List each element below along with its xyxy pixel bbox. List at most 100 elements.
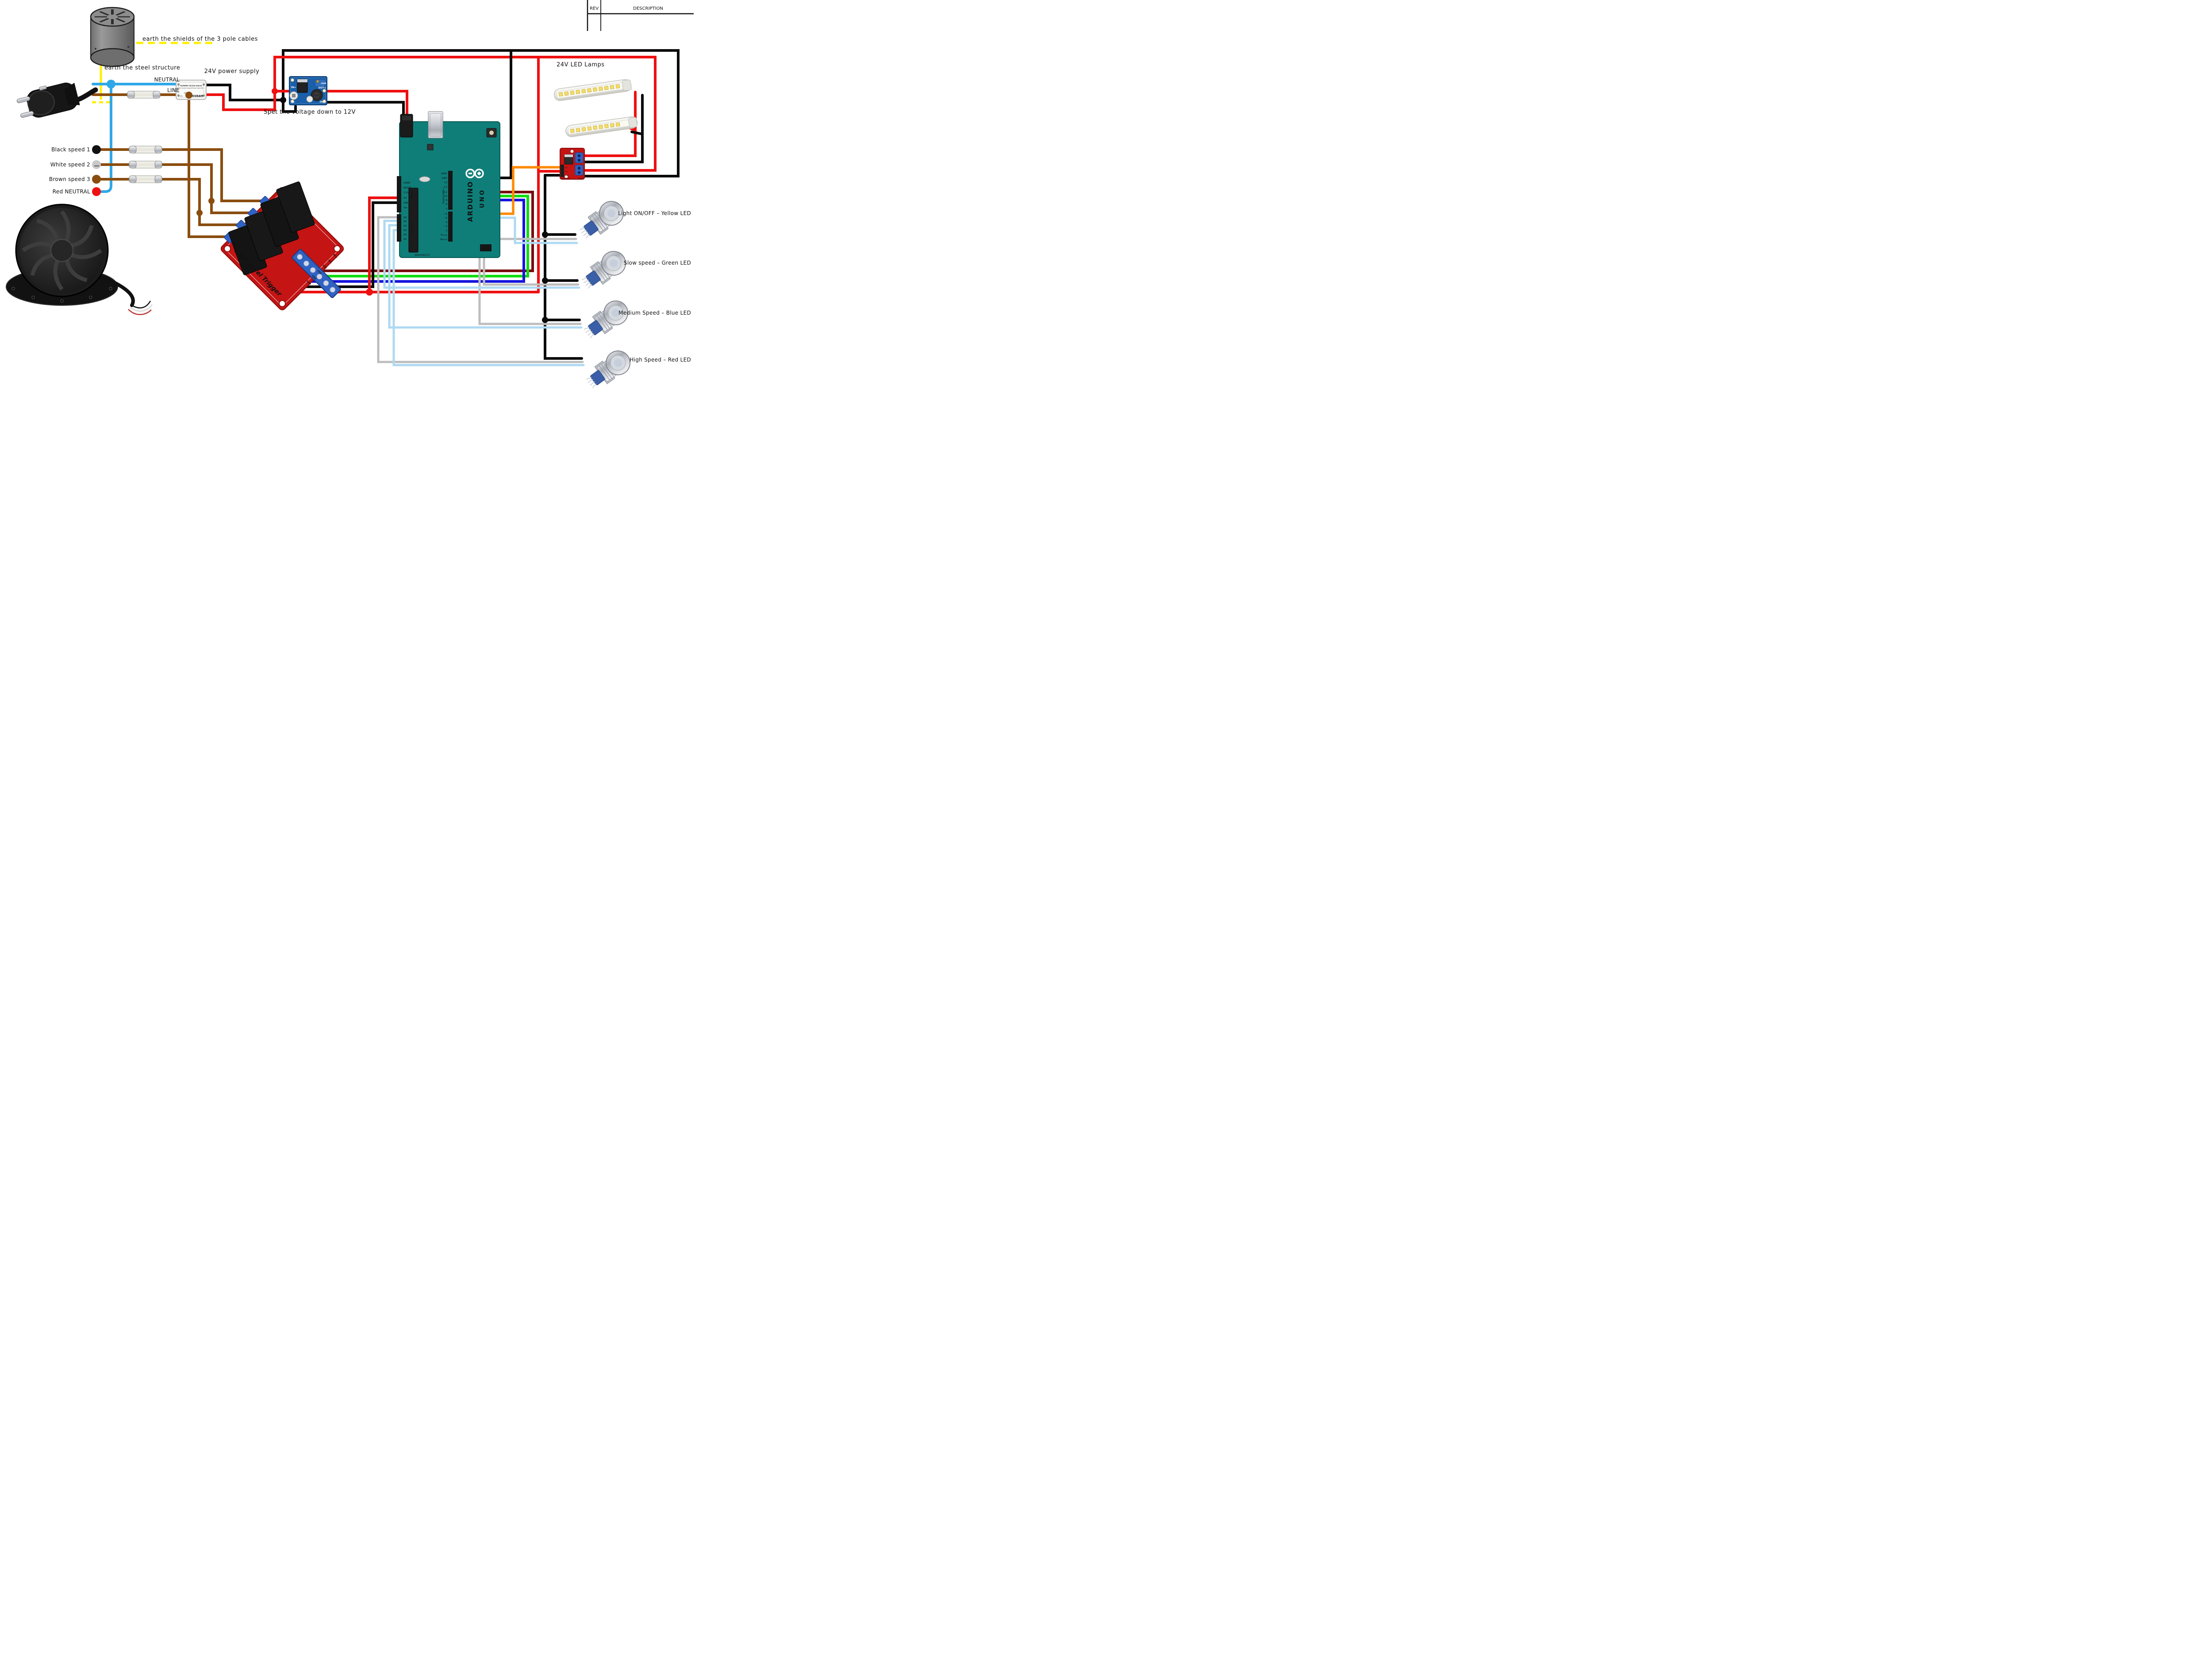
button3-led-lightblue (388, 224, 583, 329)
red-junction (272, 88, 278, 94)
fuse (129, 175, 162, 183)
svg-text:~9: ~9 (444, 199, 448, 202)
neutral-junction (107, 80, 115, 89)
psu-model: ELEMENT 30/220-240/24 (180, 85, 202, 87)
mos-module: SIG VCC GND MOS Module 140C07 (560, 148, 585, 180)
usb-chip (427, 144, 434, 150)
cylinder-vents (95, 9, 130, 24)
fuse (129, 146, 162, 154)
svg-text:A3: A3 (403, 229, 407, 232)
lamps-caption: 24V LED Lamps (557, 62, 605, 68)
button2-led-lightblue (383, 219, 580, 289)
svg-text:2: 2 (446, 230, 448, 232)
psu-selv: SELV (180, 95, 183, 97)
diagram-labels: earth the shields of the 3 pole cables e… (49, 36, 691, 363)
earth-structure-label: earth the steel structure (104, 65, 180, 71)
buck-out-minus-label: OUT- (320, 101, 326, 104)
psu-negative-wire (205, 84, 284, 101)
red-neutral-dot (92, 187, 101, 196)
svg-text:13: 13 (444, 181, 447, 184)
svg-text:GND: GND (565, 175, 568, 177)
arduino-uno: ARDUINO UNO ARDUINO.CC POWER ANALOG IN D… (397, 111, 500, 258)
psu-brand: OSRAM (192, 95, 203, 98)
svg-text:~5: ~5 (444, 217, 448, 219)
button3-label: Medium Speed – Blue LED (618, 310, 691, 316)
arduino-model: UNO (479, 189, 486, 208)
analog-label: ANALOG IN (411, 222, 414, 233)
fan-cord (103, 276, 135, 307)
buck-sun-label: -SUN (320, 82, 326, 85)
relay-ssr-blocks (228, 181, 315, 275)
svg-text:GND: GND (442, 177, 447, 180)
mos-code: 140C07 (578, 177, 584, 179)
digital-header-a (448, 171, 453, 210)
mos-name: MOS Module (561, 177, 570, 179)
black-24v-bus (282, 49, 680, 177)
svg-text:A1: A1 (403, 220, 407, 223)
psu-positive-wire (205, 90, 276, 111)
speed1-label: Black speed 1 (51, 146, 90, 153)
power-header (397, 176, 401, 212)
fan-wire-white (130, 304, 153, 312)
fan-wire-black (131, 300, 151, 309)
led-lamp-1 (553, 79, 632, 101)
fuse (129, 161, 162, 169)
svg-text:4: 4 (446, 221, 448, 224)
neutral-drop-wire (99, 83, 112, 193)
brown-junction (196, 210, 203, 216)
red-24v-bus (273, 56, 657, 172)
title-block: REV DESCRIPTION (587, 0, 694, 31)
rev-header: REV (590, 6, 599, 11)
buck-inductor-value: 470 (314, 94, 319, 97)
earth-shields-label: earth the shields of the 3 pole cables (142, 36, 258, 42)
line-junction (185, 92, 192, 99)
svg-text:A2: A2 (403, 225, 407, 227)
speed2-dot (92, 160, 101, 169)
psu-24v: ELEMENT 30/220-240/24 24V Constant volta… (176, 80, 207, 100)
neutral-label: NEUTRAL (154, 77, 180, 83)
buck-out-plus-wire (326, 90, 408, 120)
arduino-left-pin-labels: IOREF RESET 3.3V 5V GND Vin A0 A1 A2 A3 … (403, 182, 411, 241)
button4-label: High Speed – Red LED (630, 357, 691, 363)
button1-label: Light ON/OFF – Yellow LED (618, 210, 691, 216)
relay-output-terminals (292, 249, 341, 298)
analog-header (397, 214, 401, 242)
lamp-black-feed (581, 94, 644, 163)
usb-port (428, 111, 443, 139)
svg-text:DC-: DC- (327, 259, 332, 264)
svg-text:RX←0: RX←0 (440, 239, 447, 241)
arduino-5v-wire (368, 196, 401, 293)
buck-in-minus-wire (282, 99, 297, 113)
fan-blower (6, 204, 153, 316)
digital-header-b (448, 212, 453, 242)
icsp-header (480, 244, 492, 251)
button2-label: Slow speed – Green LED (624, 260, 691, 266)
wiring-diagram-canvas: REV DESCRIPTION (0, 0, 694, 427)
push-buttons (579, 201, 630, 389)
button4-led-lightblue (392, 229, 585, 366)
line-to-relay-wire (188, 94, 229, 238)
lamp2-black-stub (630, 131, 644, 135)
black-junction (280, 97, 286, 103)
speed3-wire (99, 178, 241, 226)
svg-text:5V: 5V (403, 197, 407, 200)
psu-ce-mark: CE (184, 92, 187, 95)
svg-text:~3: ~3 (444, 225, 448, 228)
arduino-right-pin-labels: AREF GND 13 12 ~11 ~10 ~9 8 7 ~6 ~5 4 ~3… (440, 173, 448, 241)
svg-text:~11: ~11 (442, 191, 447, 194)
red-neutral-label: Red NEUTRAL (53, 189, 90, 195)
svg-text:~10: ~10 (442, 195, 447, 198)
speed2-label: White speed 2 (50, 162, 90, 168)
line-label: LINE (167, 87, 180, 93)
svg-text:~6: ~6 (444, 213, 448, 216)
svg-text:3.3V: 3.3V (403, 192, 409, 194)
power-label: POWER (411, 191, 414, 199)
svg-text:GND: GND (403, 202, 409, 204)
black-junction (542, 317, 548, 323)
buck-caption: Spet the voltage down to 12V (264, 109, 356, 115)
speed3-label: Brown speed 3 (49, 176, 90, 182)
svg-text:AREF: AREF (441, 173, 447, 175)
psu-desc: 24V Constant voltage LED Power Supply 30… (179, 88, 204, 89)
button-high (586, 350, 630, 389)
arduino-brand: ARDUINO (466, 181, 474, 222)
